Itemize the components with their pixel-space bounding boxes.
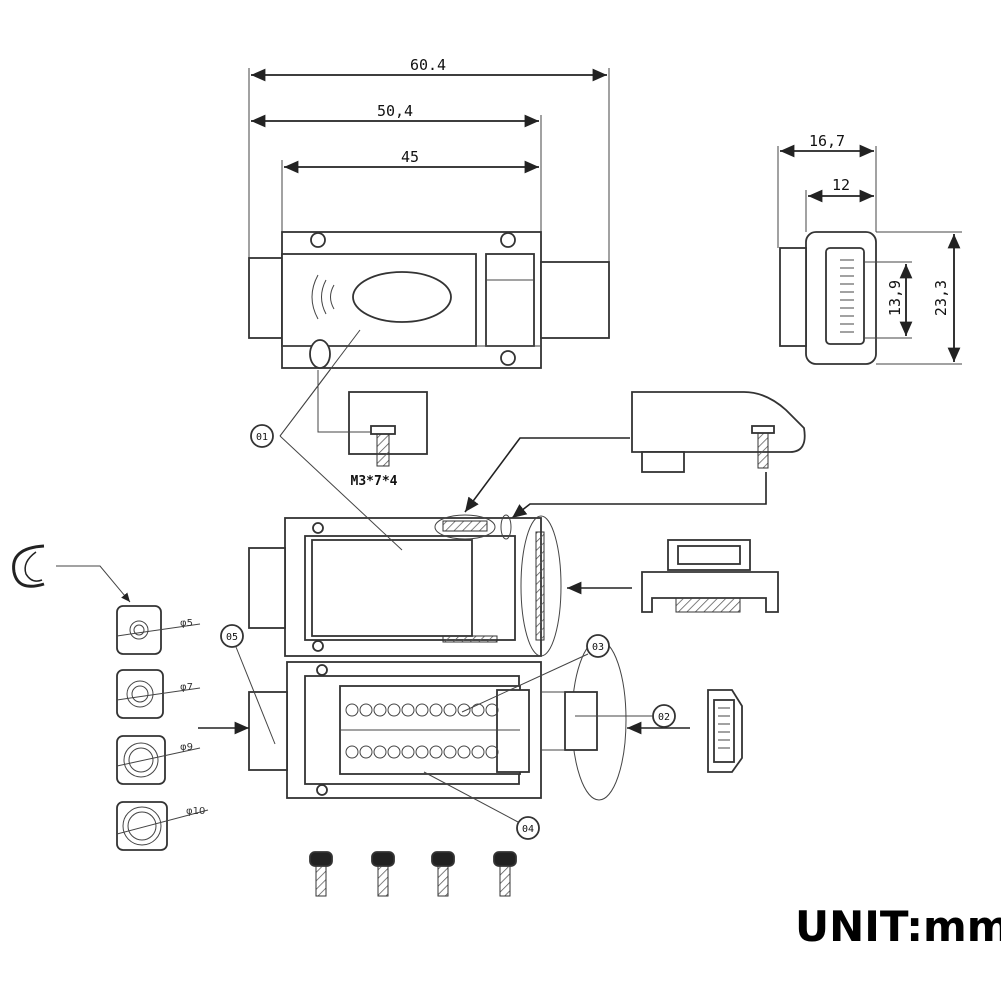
dim-side-height: 23,3: [932, 280, 950, 316]
svg-text:02: 02: [658, 712, 670, 723]
screws: [309, 851, 517, 897]
unit-label: UNIT:mm: [795, 902, 1001, 951]
c-clip: [12, 544, 131, 603]
dim-side-inner-height: 13,9: [886, 280, 904, 316]
callout-01: 01: [250, 329, 403, 551]
dim-side-depth: 16,7: [809, 132, 845, 150]
hdmi-plug-part: [707, 689, 743, 773]
svg-text:03: 03: [592, 642, 604, 653]
dim-side-inner-depth: 12: [832, 176, 850, 194]
svg-text:05: 05: [226, 632, 238, 643]
side-pins: [840, 259, 854, 333]
terminal-row-bottom: [345, 745, 499, 759]
top-view: 60.4 50,4 45: [248, 56, 610, 369]
adapter-label-10: φ10: [186, 806, 205, 817]
callout-04: 04: [423, 771, 540, 840]
latch-part: [641, 539, 779, 613]
svg-text:01: 01: [256, 432, 268, 443]
upper-shell: [248, 514, 632, 657]
adapter-label-7: φ7: [180, 682, 193, 693]
dim-overall-length: 60.4: [410, 56, 446, 74]
lower-shell: [198, 639, 690, 801]
callout-03: 03: [461, 634, 610, 713]
callout-05: 05: [220, 624, 276, 745]
top-cap-part: [464, 391, 806, 519]
callout-02: 02: [575, 704, 676, 728]
screw-detail: M3*7*4: [317, 370, 428, 489]
dim-body-length: 50,4: [377, 102, 413, 120]
side-view: 16,7 12 23,3 13,9: [777, 132, 962, 365]
dim-inner-length: 45: [401, 148, 419, 166]
svg-text:04: 04: [522, 824, 534, 835]
cable-adapters: φ5 φ7 φ9 φ10: [116, 605, 209, 851]
screw-label: M3*7*4: [351, 474, 398, 489]
adapter-label-5: φ5: [180, 618, 193, 629]
adapter-label-9: φ9: [180, 742, 193, 753]
terminal-row-top: [345, 703, 499, 717]
